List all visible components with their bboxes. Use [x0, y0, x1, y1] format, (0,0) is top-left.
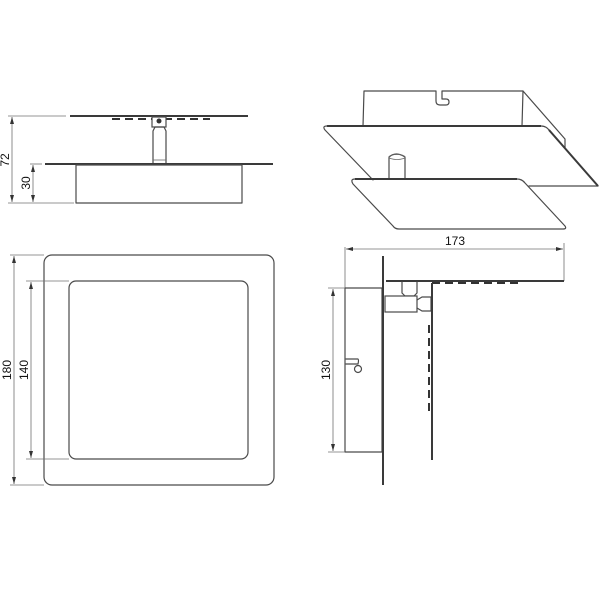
- stem-top: [388, 154, 406, 160]
- dim-label-173: 173: [445, 234, 465, 248]
- base-box: [75, 164, 243, 204]
- arrow-icon: [331, 444, 335, 451]
- dim-label-180: 180: [0, 360, 14, 380]
- arrow-icon: [29, 451, 33, 458]
- plan-view: 180 140: [0, 254, 275, 486]
- bracket-body: [384, 295, 418, 313]
- dim-label-130: 130: [319, 360, 333, 380]
- front-elevation-view: 72 30: [0, 115, 273, 204]
- bracket-top: [401, 281, 418, 297]
- mounting-box: [362, 90, 524, 127]
- upper-plate-iso: [326, 125, 599, 187]
- upper-plate-left-edge: [323, 125, 374, 181]
- side-mounting-box: [344, 287, 383, 453]
- arrow-icon: [346, 247, 353, 251]
- arrow-icon: [12, 477, 16, 484]
- arrow-icon: [10, 195, 14, 202]
- swivel-pivot: [156, 118, 162, 124]
- arm-stem: [152, 126, 167, 165]
- upper-plate-right-edge: [548, 129, 599, 187]
- keyhole-screw: [353, 364, 363, 374]
- dim-label-72: 72: [0, 153, 12, 167]
- arrow-icon: [556, 247, 563, 251]
- bracket-joint: [416, 296, 432, 312]
- lower-plate-iso: [351, 178, 567, 230]
- outer-square: [43, 254, 275, 486]
- mounting-box-side: [522, 90, 566, 149]
- keyhole-hook: [345, 358, 360, 365]
- arrow-icon: [10, 117, 14, 124]
- arrow-icon: [31, 195, 35, 202]
- arrow-icon: [331, 289, 335, 296]
- arm-stem-iso: [388, 153, 406, 180]
- dim-label-140: 140: [17, 360, 31, 380]
- arrow-icon: [12, 256, 16, 263]
- inner-light-panel: [68, 280, 249, 460]
- dim-label-30: 30: [19, 176, 33, 190]
- side-elevation-view: 173 130: [319, 234, 565, 485]
- arrow-icon: [31, 165, 35, 172]
- isometric-view: [323, 90, 599, 230]
- arrow-icon: [29, 282, 33, 289]
